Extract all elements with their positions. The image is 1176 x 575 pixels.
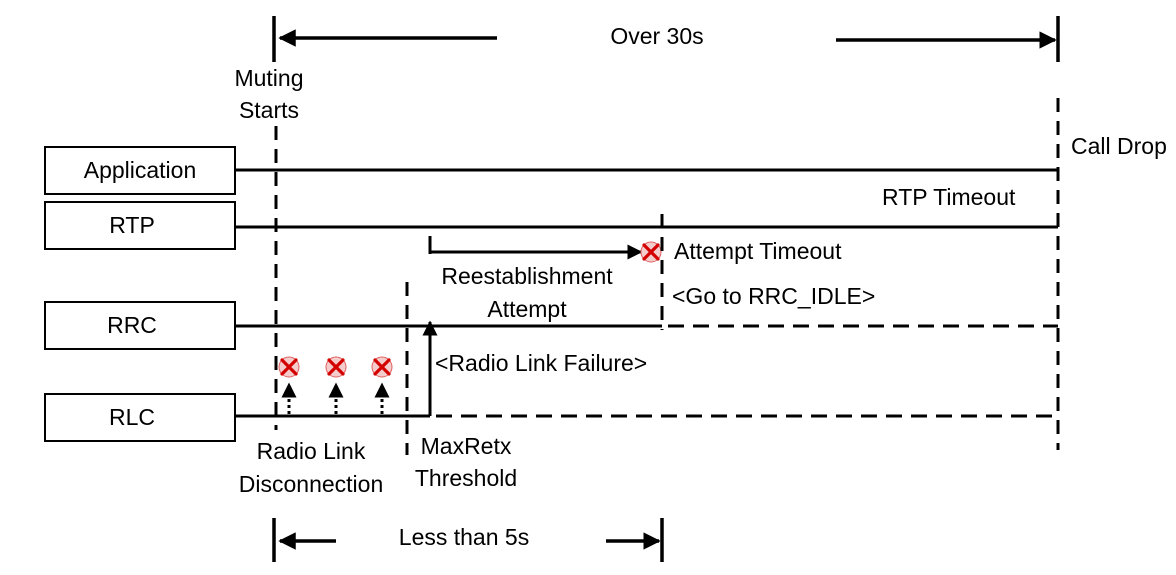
radio-link-disconnection-label-line1: Radio Link [257, 438, 366, 464]
muting-starts-label-line2: Starts [239, 97, 299, 123]
attempt-timeout-failure-icon [640, 241, 662, 263]
application-layer-label: Application [84, 157, 197, 183]
rlc-layer-label: RLC [109, 404, 155, 430]
rrc-layer-label: RRC [107, 312, 157, 338]
rrc-layer: RRC [44, 301, 236, 350]
less-than-5s-span: Less than 5s [272, 518, 664, 562]
rlc-layer: RLC [44, 393, 236, 442]
over-30s-label: Over 30s [610, 23, 703, 49]
reestablishment-label-line2: Attempt [487, 296, 567, 322]
maxretx-label-line1: MaxRetx [421, 433, 512, 459]
rtp-layer-label: RTP [109, 212, 155, 238]
muting-starts-label-line1: Muting [234, 65, 303, 91]
over-30s-span: Over 30s [272, 16, 1060, 62]
radio-link-disconnection-label-line2: Disconnection [239, 471, 383, 497]
call-drop-label: Call Drop [1071, 133, 1167, 159]
rlc-retransmission-failure-1 [278, 356, 300, 414]
go-to-idle-label: <Go to RRC_IDLE> [672, 283, 875, 309]
application-layer: Application [44, 146, 236, 195]
less-than-5s-label: Less than 5s [399, 524, 529, 550]
rtp-layer: RTP [44, 201, 236, 250]
maxretx-label-line2: Threshold [415, 465, 517, 491]
rlc-retransmission-failure-2 [325, 356, 347, 414]
rlc-retransmission-failure-3 [371, 356, 393, 414]
rtp-timeout-label: RTP Timeout [882, 184, 1016, 210]
attempt-timeout-label: Attempt Timeout [674, 238, 842, 264]
radio-link-failure-label: <Radio Link Failure> [435, 350, 647, 376]
reestablishment-label-line1: Reestablishment [441, 263, 613, 289]
